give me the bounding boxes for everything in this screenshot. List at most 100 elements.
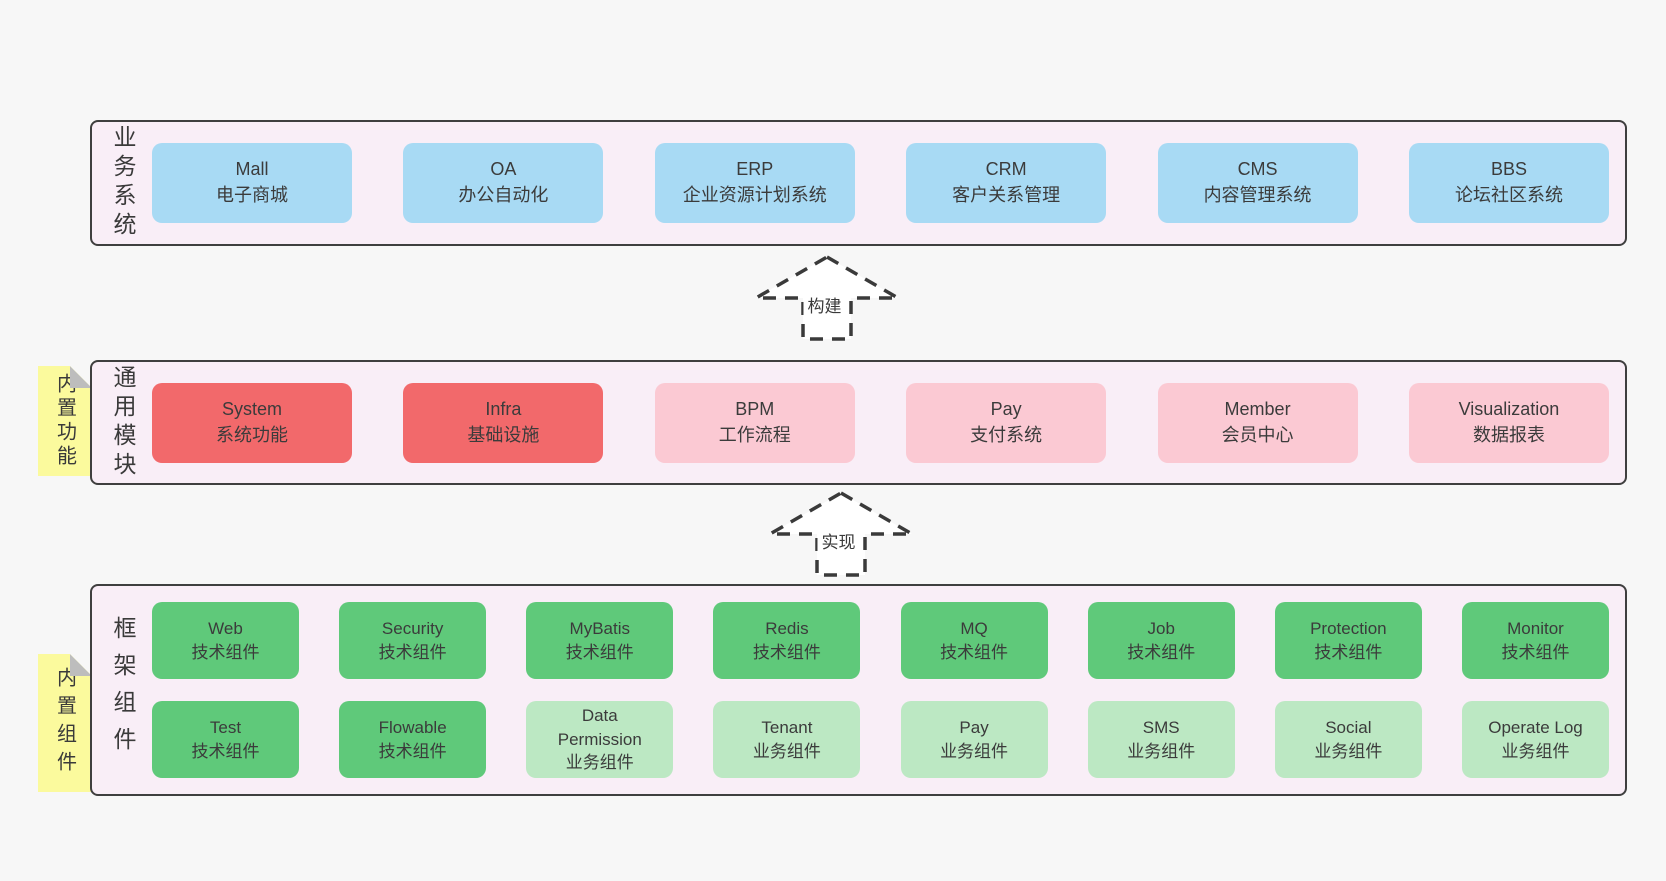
box-subtitle: 业务组件 bbox=[1501, 741, 1570, 761]
box-subtitle: 工作流程 bbox=[718, 424, 791, 445]
box-title: OA bbox=[490, 159, 517, 180]
box-social: Social 业务组件 bbox=[1274, 701, 1422, 778]
box-subtitle: 客户关系管理 bbox=[952, 185, 1061, 205]
box-title: Job bbox=[1147, 619, 1175, 639]
folded-corner bbox=[70, 366, 92, 388]
box-oa: OA 办公自动化 bbox=[403, 143, 604, 223]
box-title: Visualization bbox=[1458, 398, 1560, 419]
box-subtitle: 技术组件 bbox=[565, 642, 634, 662]
box-protection: Protection 技术组件 bbox=[1274, 602, 1422, 679]
box-subtitle: 技术组件 bbox=[191, 642, 260, 662]
box-bpm: BPM 工作流程 bbox=[654, 382, 855, 463]
box-subtitle: 技术组件 bbox=[1501, 642, 1570, 662]
box-title: MQ bbox=[960, 619, 988, 639]
layer-title: 通用模块 bbox=[110, 364, 136, 481]
box-subtitle: 支付系统 bbox=[970, 424, 1043, 445]
box-subtitle: 技术组件 bbox=[378, 642, 447, 662]
box-subtitle: 电子商城 bbox=[216, 185, 288, 205]
folded-corner bbox=[70, 654, 92, 676]
box-crm: CRM 客户关系管理 bbox=[906, 143, 1107, 223]
box-title: Operate Log bbox=[1488, 718, 1583, 738]
box-bbs: BBS 论坛社区系统 bbox=[1408, 143, 1609, 223]
box-subtitle: 基础设施 bbox=[467, 424, 540, 445]
box-title: ERP bbox=[736, 159, 774, 180]
box-system: System 系统功能 bbox=[152, 382, 352, 463]
box-title: CRM bbox=[985, 159, 1027, 180]
box-test: Test 技术组件 bbox=[152, 701, 299, 778]
box-title: Monitor bbox=[1507, 619, 1564, 639]
box-subtitle: 论坛社区系统 bbox=[1454, 185, 1563, 205]
box-subtitle: 系统功能 bbox=[216, 424, 288, 445]
box-flowable: Flowable 技术组件 bbox=[339, 701, 487, 778]
box-subtitle: 业务组件 bbox=[752, 741, 821, 761]
box-title: Protection bbox=[1310, 619, 1387, 639]
box-subtitle: 企业资源计划系统 bbox=[682, 185, 827, 205]
tag-label: 内置功能 bbox=[53, 373, 76, 469]
box-title: Social bbox=[1325, 718, 1372, 738]
box-mybatis: MyBatis 技术组件 bbox=[526, 602, 674, 679]
box-title: System bbox=[221, 398, 282, 419]
box-infra: Infra 基础设施 bbox=[403, 382, 604, 463]
box-title: Web bbox=[208, 619, 243, 639]
box-subtitle: 技术组件 bbox=[1314, 642, 1383, 662]
box-subtitle: 技术组件 bbox=[1127, 642, 1196, 662]
box-title: Test bbox=[209, 718, 242, 738]
box-subtitle: 技术组件 bbox=[191, 741, 260, 761]
box-title: Pay bbox=[959, 718, 989, 738]
box-monitor: Monitor 技术组件 bbox=[1461, 602, 1609, 679]
box-subtitle: 技术组件 bbox=[378, 741, 447, 761]
box-web: Web 技术组件 bbox=[152, 602, 299, 679]
box-title: Infra bbox=[485, 398, 522, 419]
box-title: SMS bbox=[1142, 718, 1180, 738]
box-subtitle: 内容管理系统 bbox=[1203, 185, 1312, 205]
arrow-up-implement: 实现 bbox=[766, 488, 916, 578]
box-member: Member 会员中心 bbox=[1157, 382, 1358, 463]
box-title: Security bbox=[381, 619, 444, 639]
box-title: Redis bbox=[765, 619, 809, 639]
box-job: Job 技术组件 bbox=[1087, 602, 1235, 679]
box-title: Flowable bbox=[378, 718, 447, 738]
box-subtitle: 会员中心 bbox=[1221, 424, 1294, 445]
layer-title: 业务系统 bbox=[110, 125, 136, 241]
box-title: Data Permission bbox=[557, 706, 642, 749]
box-title: CMS bbox=[1237, 159, 1278, 180]
arrow-up-build: 构建 bbox=[752, 252, 902, 344]
box-title: BBS bbox=[1490, 159, 1527, 180]
layer-title: 框架组件 bbox=[110, 616, 136, 764]
tag-built-in-components: 内置组件 bbox=[38, 654, 92, 792]
tag-built-in-features: 内置功能 bbox=[38, 366, 92, 476]
box-mq: MQ 技术组件 bbox=[900, 602, 1048, 679]
box-cms: CMS 内容管理系统 bbox=[1157, 143, 1358, 223]
arrow-label: 构建 bbox=[803, 291, 846, 318]
box-erp: ERP 企业资源计划系统 bbox=[654, 143, 855, 223]
box-security: Security 技术组件 bbox=[339, 602, 487, 679]
box-subtitle: 业务组件 bbox=[1127, 741, 1196, 761]
box-operate-log: Operate Log 业务组件 bbox=[1461, 701, 1609, 778]
box-subtitle: 办公自动化 bbox=[458, 185, 549, 205]
box-redis: Redis 技术组件 bbox=[713, 602, 861, 679]
box-pay-biz: Pay 业务组件 bbox=[900, 701, 1048, 778]
arrow-label: 实现 bbox=[817, 527, 860, 554]
box-title: Member bbox=[1224, 398, 1291, 419]
box-title: MyBatis bbox=[569, 619, 631, 639]
tag-label: 内置组件 bbox=[53, 667, 76, 779]
box-subtitle: 技术组件 bbox=[940, 642, 1009, 662]
box-subtitle: 业务组件 bbox=[940, 741, 1009, 761]
box-subtitle: 技术组件 bbox=[752, 642, 821, 662]
box-sms: SMS 业务组件 bbox=[1087, 701, 1235, 778]
box-subtitle: 业务组件 bbox=[1314, 741, 1383, 761]
box-title: Tenant bbox=[761, 718, 813, 738]
box-title: BPM bbox=[735, 398, 775, 419]
